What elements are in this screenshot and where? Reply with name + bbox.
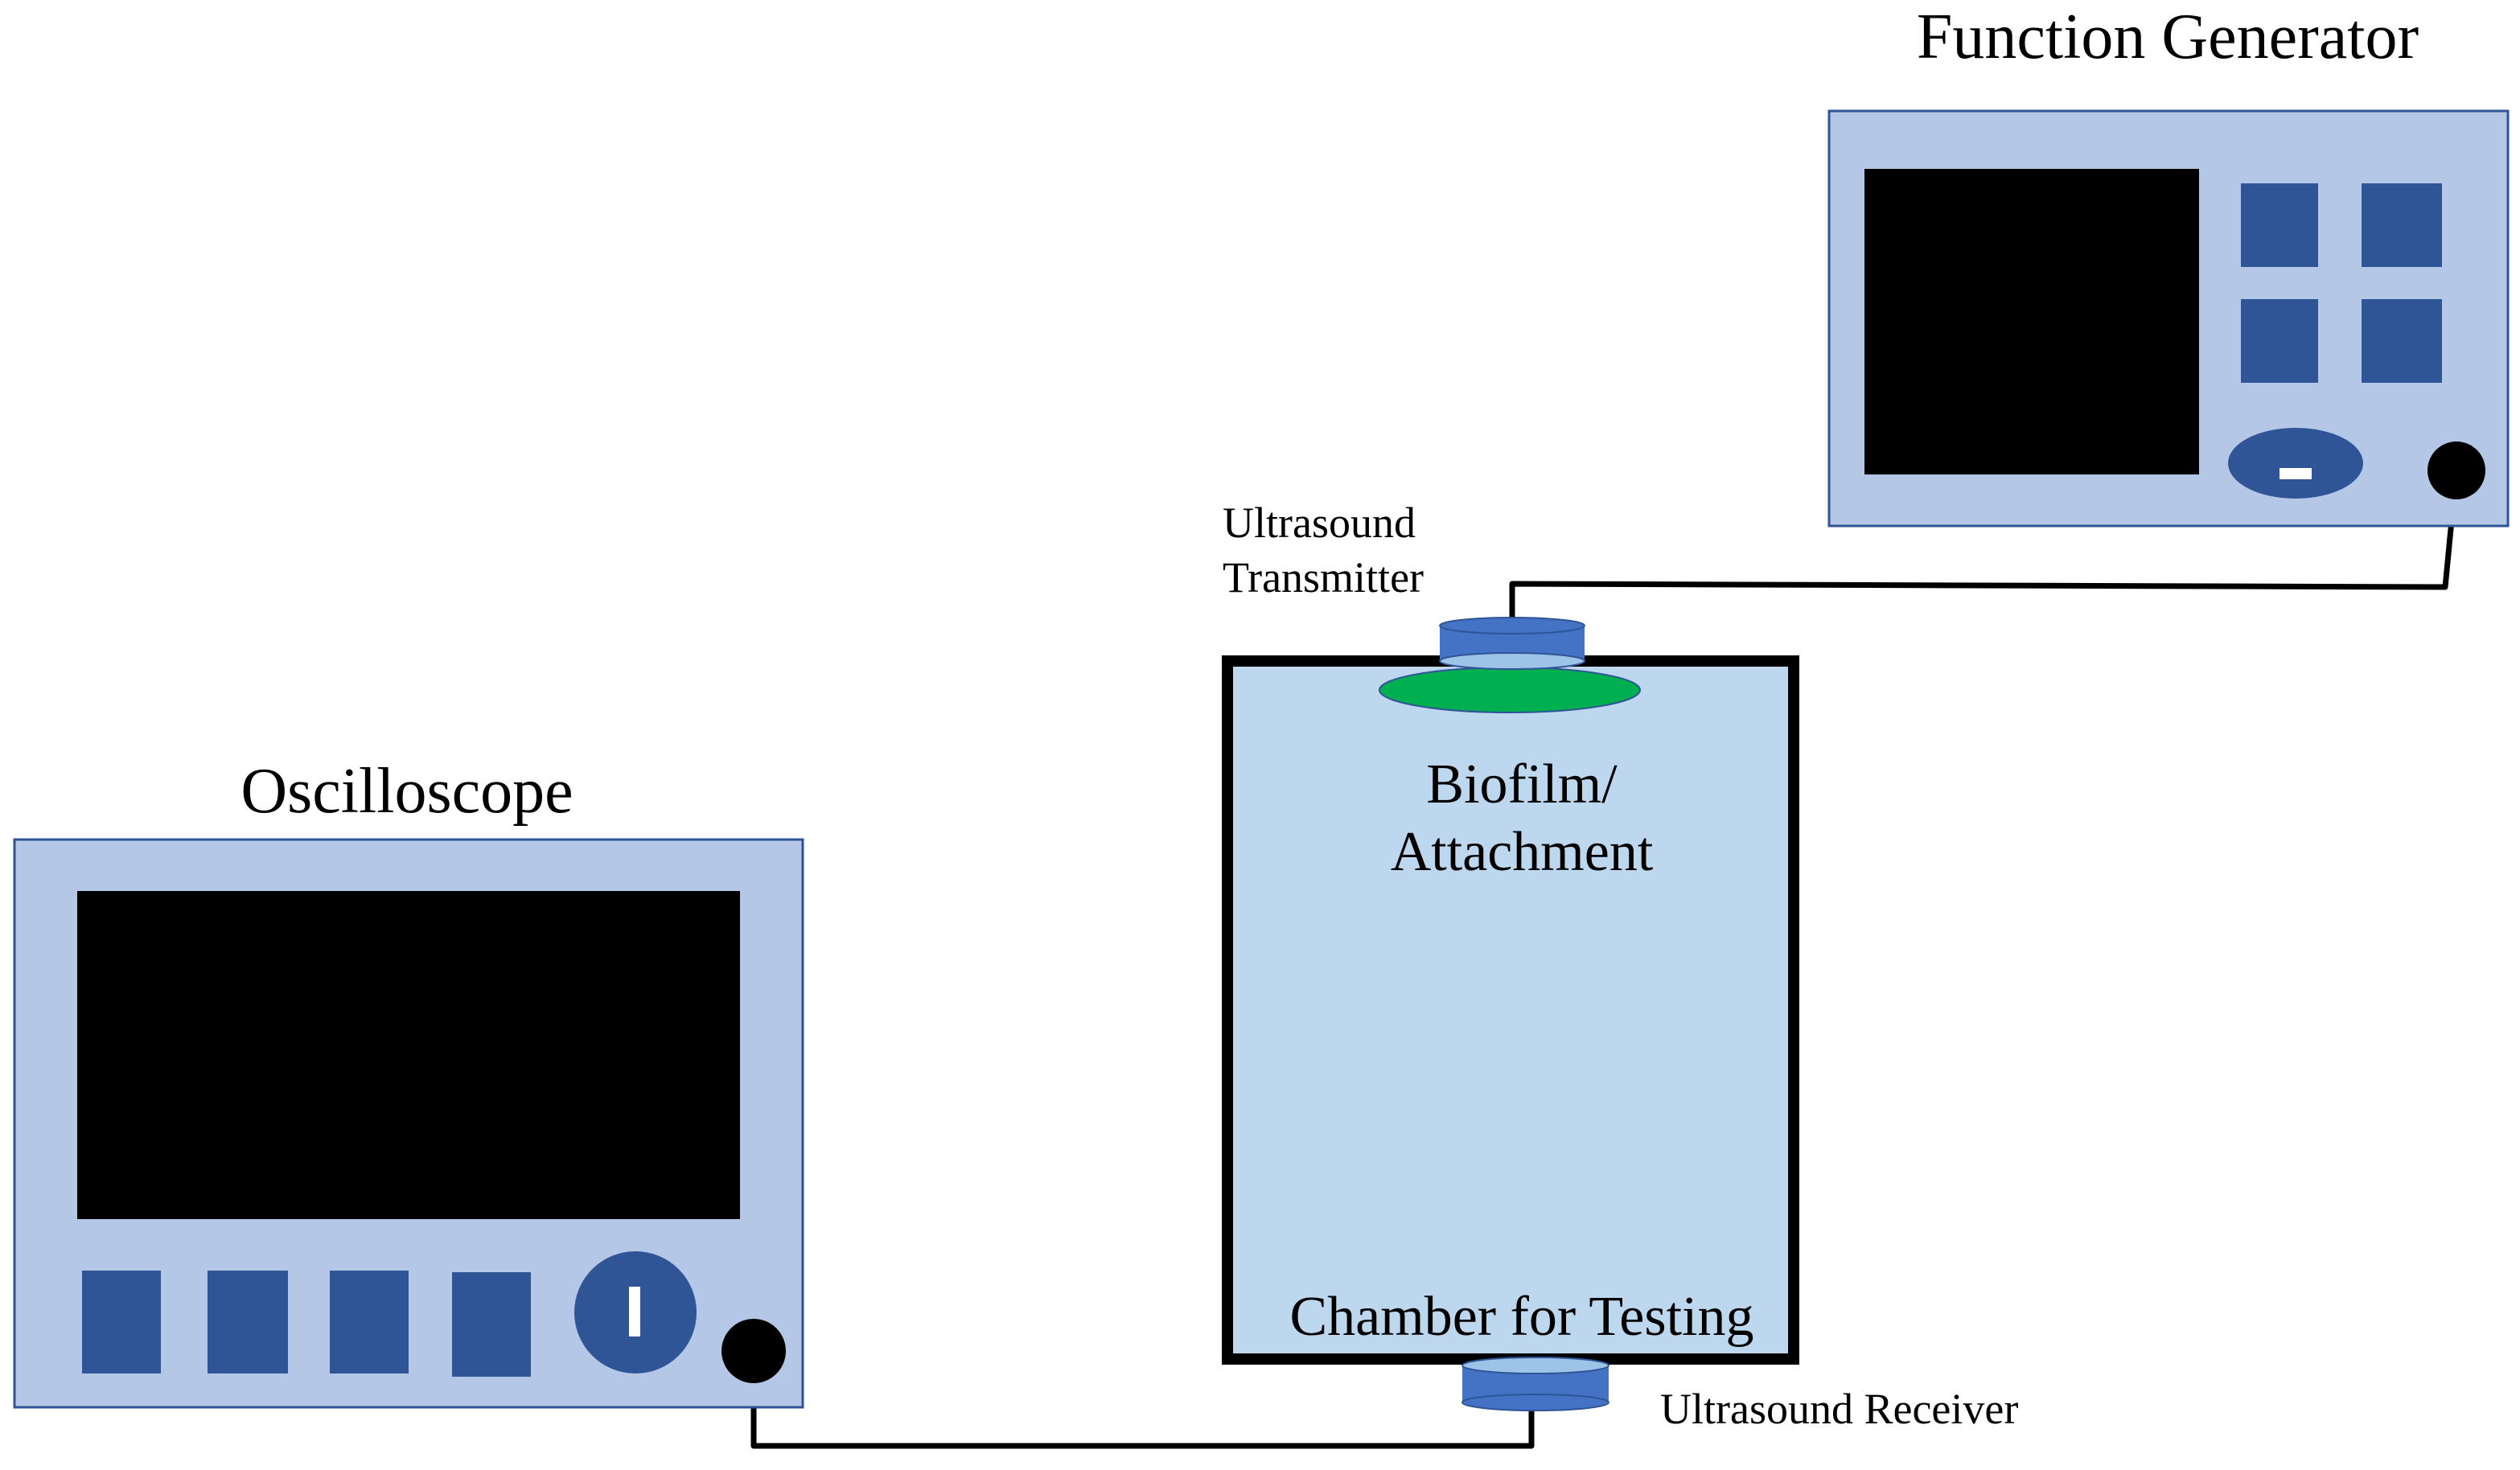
receiver-label: Ultrasound Receiver xyxy=(1660,1385,2018,1433)
testing-chamber: Biofilm/ Attachment Chamber for Testing xyxy=(1222,655,1799,1365)
chamber-body xyxy=(1222,655,1799,1365)
chamber-label: Chamber for Testing xyxy=(1289,1286,1753,1348)
function-generator-button-1[interactable] xyxy=(2241,183,2318,267)
function-generator-button-3[interactable] xyxy=(2241,299,2318,383)
connector-port-icon[interactable] xyxy=(721,1319,786,1383)
oscilloscope: Oscilloscope xyxy=(13,756,804,1409)
power-button-icon[interactable] xyxy=(2228,428,2363,499)
function-generator-title: Function Generator xyxy=(1917,2,2419,72)
connector-port-icon[interactable] xyxy=(2428,441,2485,499)
biofilm-layer xyxy=(1379,667,1641,713)
oscilloscope-button-3[interactable] xyxy=(330,1271,409,1374)
biofilm-label-line1: Biofilm/ xyxy=(1426,753,1618,815)
ultrasound-receiver xyxy=(1461,1357,1609,1411)
biofilm-label-line2: Attachment xyxy=(1391,821,1654,883)
oscilloscope-button-2[interactable] xyxy=(208,1271,288,1374)
function-generator-button-2[interactable] xyxy=(2362,183,2442,267)
cable-generator-to-transmitter xyxy=(1509,470,2460,619)
power-button-icon[interactable] xyxy=(574,1251,697,1374)
transmitter-label-line2: Transmitter xyxy=(1223,553,1424,602)
oscilloscope-button-4[interactable] xyxy=(452,1272,531,1377)
oscilloscope-screen xyxy=(77,891,740,1219)
oscilloscope-button-1[interactable] xyxy=(82,1271,161,1374)
oscilloscope-title: Oscilloscope xyxy=(240,756,573,827)
function-generator-button-4[interactable] xyxy=(2362,299,2442,383)
function-generator-screen xyxy=(1864,169,2199,474)
ultrasound-transmitter xyxy=(1439,617,1585,670)
transmitter-label-line1: Ultrasound xyxy=(1223,499,1416,547)
function-generator: Function Generator xyxy=(1827,2,2510,528)
cable-receiver-to-oscilloscope xyxy=(750,1351,1535,1449)
